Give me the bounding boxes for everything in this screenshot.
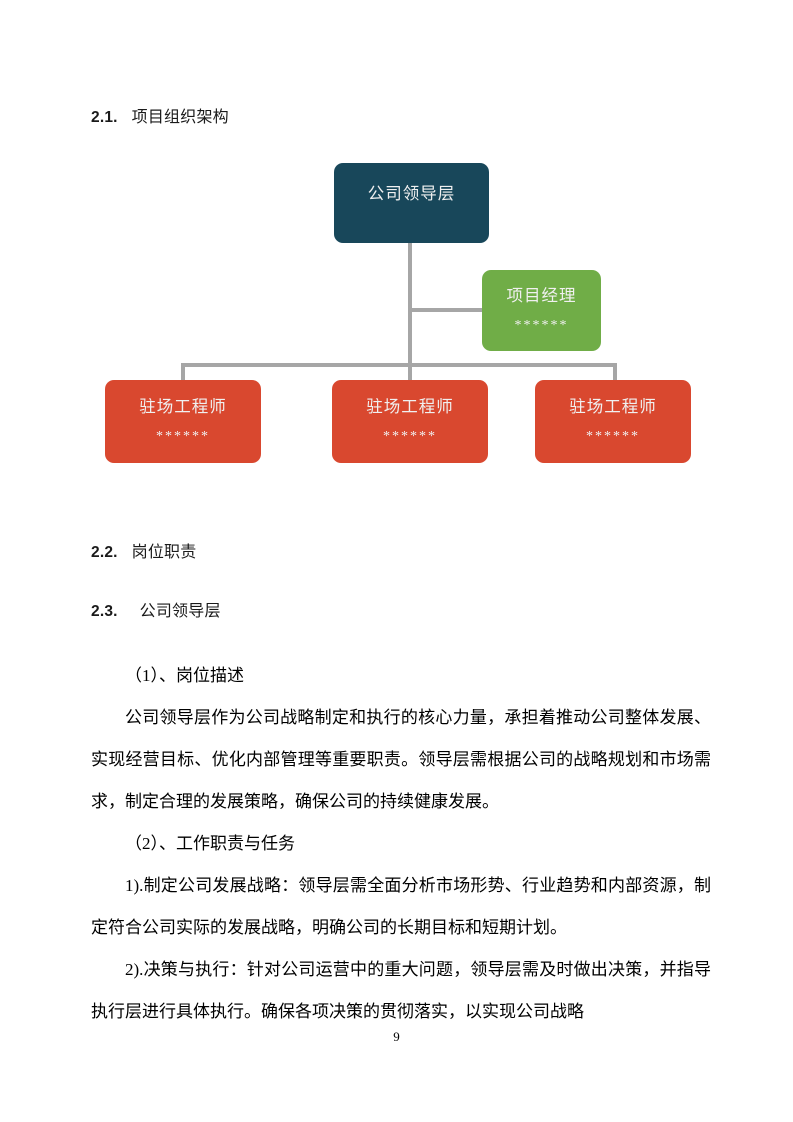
org-node-engineer-3-title: 驻场工程师 [569, 397, 657, 417]
paragraph-4: 1).制定公司发展战略：领导层需全面分析市场形势、行业趋势和内部资源，制定符合公… [91, 876, 711, 937]
heading-2-3: 2.3. 公司领导层 [91, 597, 221, 621]
org-node-engineer-1-title: 驻场工程师 [139, 397, 227, 417]
org-node-project-manager: 项目经理 ****** [482, 270, 601, 351]
connector-horizontal-bar [181, 363, 617, 367]
org-node-engineer-2: 驻场工程师 ****** [332, 380, 488, 463]
heading-2-1-title: 项目组织架构 [131, 109, 229, 126]
org-node-engineer-3: 驻场工程师 ****** [535, 380, 691, 463]
org-node-engineer-2-subtitle: ****** [383, 429, 437, 445]
connector-drop-engineer-2 [408, 363, 412, 385]
body-text: （1）、岗位描述 公司领导层作为公司战略制定和执行的核心力量，承担着推动公司整体… [91, 655, 711, 1033]
paragraph-3: （2）、工作职责与任务 [125, 834, 295, 853]
org-node-project-manager-title: 项目经理 [506, 286, 577, 306]
heading-2-3-title: 公司领导层 [139, 603, 221, 620]
heading-2-1-number: 2.1. [91, 109, 118, 126]
heading-2-2-title: 岗位职责 [131, 544, 197, 561]
heading-2-2: 2.2. 岗位职责 [91, 538, 196, 562]
connector-trunk-vertical [408, 243, 412, 366]
org-node-engineer-2-title: 驻场工程师 [366, 397, 454, 417]
org-node-engineer-1: 驻场工程师 ****** [105, 380, 261, 463]
org-node-executive: 公司领导层 [334, 163, 489, 243]
org-node-executive-title: 公司领导层 [367, 183, 456, 203]
org-node-project-manager-subtitle: ****** [514, 318, 569, 334]
heading-2-2-number: 2.2. [91, 544, 118, 561]
connector-drop-engineer-1 [181, 363, 185, 385]
paragraph-2: 公司领导层作为公司战略制定和执行的核心力量，承担着推动公司整体发展、实现经营目标… [91, 708, 711, 811]
paragraph-5: 2).决策与执行：针对公司运营中的重大问题，领导层需及时做出决策，并指导执行层进… [91, 960, 711, 1021]
org-node-engineer-3-subtitle: ****** [586, 429, 640, 445]
connector-drop-engineer-3 [613, 363, 617, 385]
org-chart: 公司领导层 项目经理 ****** 驻场工程师 ****** 驻场工程师 ***… [0, 150, 793, 480]
connector-to-project-manager [408, 308, 484, 312]
page-number: 9 [393, 1029, 400, 1044]
org-node-engineer-1-subtitle: ****** [156, 429, 210, 445]
heading-2-3-number: 2.3. [91, 603, 118, 620]
heading-2-1: 2.1. 项目组织架构 [91, 103, 229, 127]
paragraph-1: （1）、岗位描述 [125, 666, 244, 685]
